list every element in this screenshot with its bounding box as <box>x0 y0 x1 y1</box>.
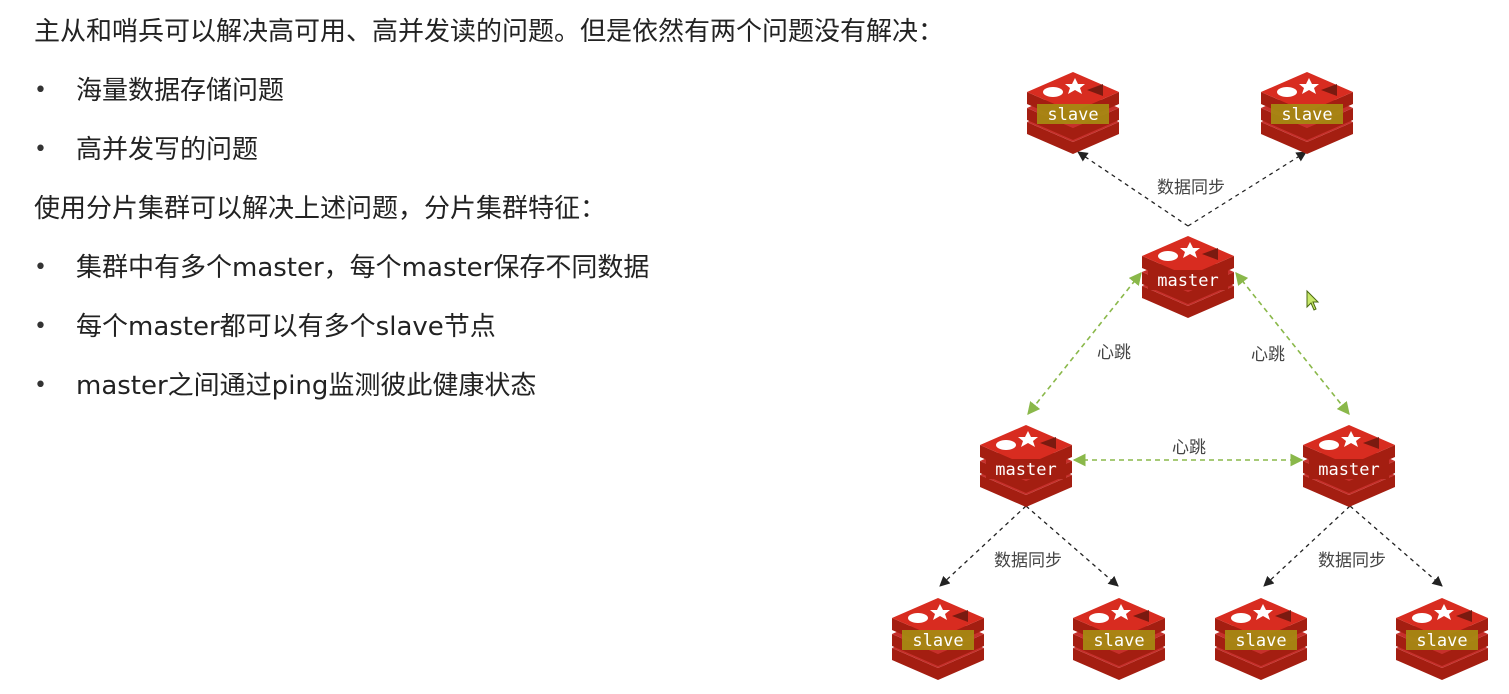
sync-edge <box>1263 505 1351 587</box>
slave-node: slave <box>1396 598 1488 680</box>
sync-edge <box>1025 505 1119 587</box>
problem-item: • 高并发写的问题 <box>34 130 874 170</box>
slave-node: slave <box>892 598 984 680</box>
heartbeat-edge <box>1027 272 1142 415</box>
slave-node: slave <box>1073 598 1165 680</box>
node-label: slave <box>1281 105 1332 125</box>
master-node: master <box>1142 236 1234 318</box>
node-label: slave <box>912 631 963 651</box>
mouse-cursor-icon <box>1306 289 1320 311</box>
edge-label-heartbeat-middle: 心跳 <box>1172 438 1206 458</box>
master-node: master <box>980 425 1072 507</box>
problem-item-label: 海量数据存储问题 <box>76 76 285 106</box>
feature-item: • 集群中有多个master，每个master保存不同数据 <box>34 248 874 288</box>
edge-label-heartbeat-right: 心跳 <box>1251 345 1285 365</box>
feature-item-label: 每个master都可以有多个slave节点 <box>76 312 496 342</box>
intro-text: 主从和哨兵可以解决高可用、高并发读的问题。但是依然有两个问题没有解决： <box>34 17 945 47</box>
node-label: slave <box>1093 631 1144 651</box>
node-label: master <box>995 460 1056 480</box>
bullet-icon: • <box>34 314 47 339</box>
edge-label-sync-left: 数据同步 <box>994 551 1062 571</box>
bullet-icon: • <box>34 78 47 103</box>
sync-edge <box>1077 151 1189 227</box>
feature-item-label: master之间通过ping监测彼此健康状态 <box>76 371 537 401</box>
heartbeat-edge <box>1235 272 1350 415</box>
slave-node: slave <box>1027 72 1119 154</box>
edge-label-sync-right: 数据同步 <box>1318 551 1386 571</box>
node-label: slave <box>1235 631 1286 651</box>
edge-label-heartbeat-left: 心跳 <box>1097 343 1131 363</box>
bullet-icon: • <box>34 137 47 162</box>
feature-item: • 每个master都可以有多个slave节点 <box>34 307 874 347</box>
shard-intro-text: 使用分片集群可以解决上述问题，分片集群特征： <box>34 194 607 224</box>
problem-item-label: 高并发写的问题 <box>76 135 259 165</box>
bullet-icon: • <box>34 373 47 398</box>
node-label: slave <box>1416 631 1467 651</box>
text-panel: 主从和哨兵可以解决高可用、高并发读的问题。但是依然有两个问题没有解决： • 海量… <box>34 12 945 425</box>
slave-node: slave <box>1261 72 1353 154</box>
bullet-icon: • <box>34 255 47 280</box>
slave-node: slave <box>1215 598 1307 680</box>
node-label: master <box>1318 460 1379 480</box>
feature-item-label: 集群中有多个master，每个master保存不同数据 <box>76 253 650 283</box>
node-label: master <box>1157 271 1218 291</box>
edge-label-sync-top: 数据同步 <box>1157 178 1225 198</box>
node-label: slave <box>1047 105 1098 125</box>
sync-edge <box>939 505 1027 587</box>
sync-edge <box>1349 505 1443 587</box>
master-node: master <box>1303 425 1395 507</box>
problem-item: • 海量数据存储问题 <box>34 71 874 111</box>
feature-item: • master之间通过ping监测彼此健康状态 <box>34 366 874 406</box>
